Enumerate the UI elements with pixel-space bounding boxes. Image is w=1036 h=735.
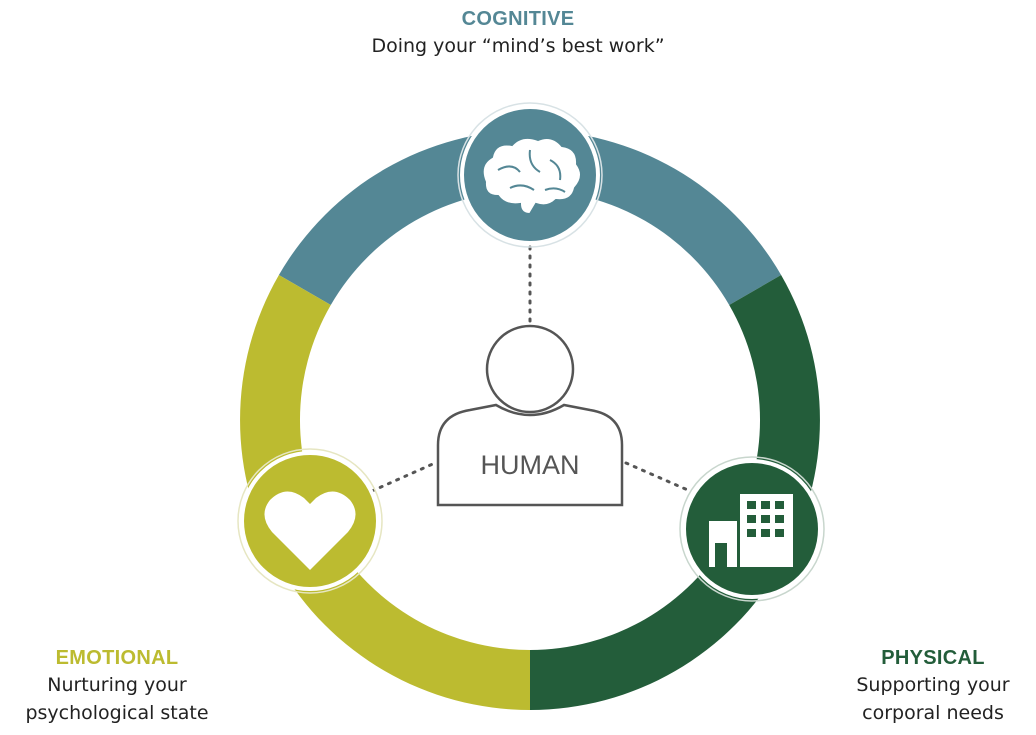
emotional-title: EMOTIONAL — [55, 647, 179, 669]
cognitive-ring-segment — [278, 130, 782, 305]
brain-icon — [481, 136, 582, 216]
physical-icon-badge — [679, 456, 825, 602]
person-icon — [436, 324, 624, 507]
emotional-icon-badge — [237, 448, 383, 594]
emotional-subtitle-line2: psychological state — [25, 702, 209, 724]
cognitive-icon-badge — [457, 102, 603, 248]
physical-connector — [624, 461, 692, 493]
emotional-ring-segment — [240, 275, 531, 710]
emotional-label-block: EMOTIONAL Nurturing your psychological s… — [0, 645, 234, 727]
heart-icon — [264, 491, 356, 570]
physical-subtitle-line1: Supporting your — [856, 674, 1010, 696]
emotional-connector — [370, 461, 437, 493]
human-label: HUMAN — [481, 450, 580, 480]
cognitive-label-block: COGNITIVE Doing your “mind’s best work” — [318, 6, 718, 60]
physical-subtitle-line2: corporal needs — [862, 702, 1004, 724]
physical-title: PHYSICAL — [881, 647, 985, 669]
building-icon — [709, 494, 793, 567]
physical-label-block: PHYSICAL Supporting your corporal needs — [830, 645, 1036, 727]
emotional-subtitle-line1: Nurturing your — [47, 674, 187, 696]
cognitive-subtitle: Doing your “mind’s best work” — [371, 35, 665, 57]
cognitive-title: COGNITIVE — [461, 8, 575, 30]
